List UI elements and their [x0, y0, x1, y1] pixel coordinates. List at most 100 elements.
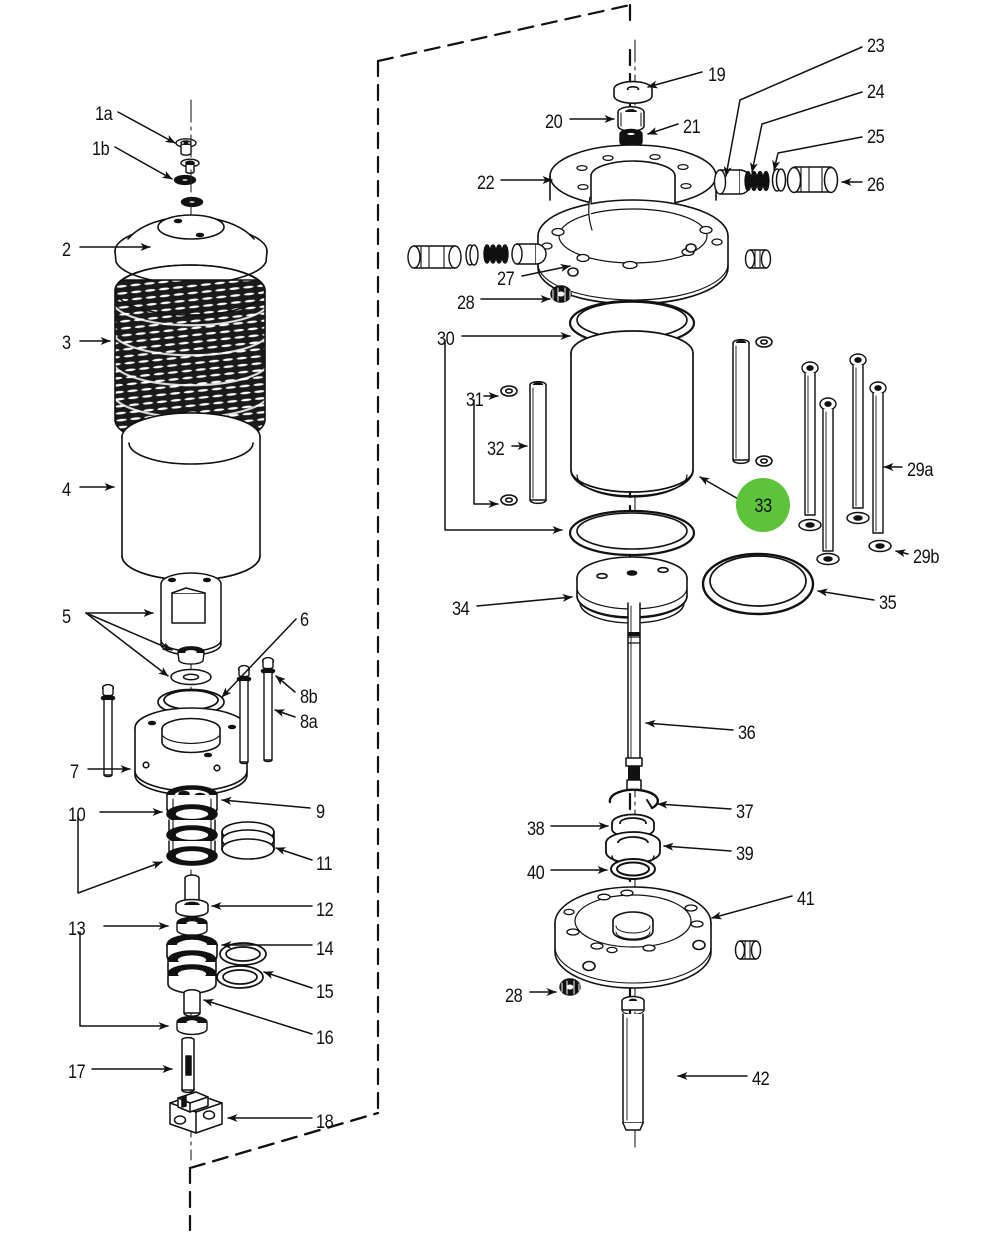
callout-41[interactable]: 41 — [797, 889, 815, 910]
leader-5c — [85, 612, 169, 677]
callout-36[interactable]: 36 — [738, 723, 756, 744]
callout-10[interactable]: 10 — [68, 805, 86, 826]
callout-33[interactable]: 33 — [754, 496, 772, 517]
part-31-o-ring-right-lower — [755, 455, 773, 467]
callout-11[interactable]: 11 — [316, 854, 333, 875]
callout-2[interactable]: 2 — [62, 240, 71, 261]
part-4-canister — [121, 412, 261, 581]
leader-23 — [723, 46, 863, 177]
part-31-o-ring-right-upper — [755, 336, 773, 348]
part-5-washer — [170, 668, 212, 686]
leader-39 — [663, 842, 732, 852]
callout-13[interactable]: 13 — [68, 919, 86, 940]
part-17-pin — [181, 1036, 195, 1094]
callout-22[interactable]: 22 — [477, 173, 495, 194]
callout-25[interactable]: 25 — [867, 127, 885, 148]
leader-35 — [817, 588, 875, 601]
callout-7[interactable]: 7 — [70, 762, 79, 783]
part-25-o-ring — [771, 168, 787, 192]
callout-19[interactable]: 19 — [708, 65, 726, 86]
leader-30b — [444, 339, 563, 534]
callout-34[interactable]: 34 — [452, 599, 470, 620]
part-37-snap-ring — [608, 788, 660, 810]
part-27-lower-flange — [537, 196, 729, 305]
part-5-bushing — [177, 646, 205, 665]
callout-31[interactable]: 31 — [466, 390, 484, 411]
callout-35[interactable]: 35 — [879, 593, 897, 614]
part-39-seal — [605, 831, 661, 866]
leader-lines — [77, 46, 909, 1122]
part-9-10-cage — [166, 785, 218, 866]
callout-30[interactable]: 30 — [437, 329, 455, 350]
callout-37[interactable]: 37 — [736, 802, 754, 823]
part-18-clevis — [169, 1091, 223, 1134]
callout-15[interactable]: 15 — [316, 982, 334, 1003]
part-35-large-o-ring — [701, 552, 815, 616]
callout-27[interactable]: 27 — [497, 269, 515, 290]
part-29b-washer-4 — [868, 539, 892, 553]
callout-23[interactable]: 23 — [867, 36, 885, 57]
callout-1a[interactable]: 1a — [95, 104, 113, 125]
callout-32[interactable]: 32 — [487, 439, 505, 460]
callout-3[interactable]: 3 — [62, 333, 71, 354]
callout-17[interactable]: 17 — [68, 1062, 86, 1083]
callout-8b[interactable]: 8b — [300, 687, 318, 708]
callout-14[interactable]: 14 — [316, 939, 334, 960]
dashed-boundary-lower — [188, 1111, 380, 1170]
callout-26[interactable]: 26 — [867, 175, 885, 196]
leader-9 — [221, 796, 311, 809]
callout-5[interactable]: 5 — [62, 607, 71, 628]
callout-1b[interactable]: 1b — [92, 139, 110, 160]
callout-4[interactable]: 4 — [62, 480, 71, 501]
leader-31b — [473, 399, 499, 508]
callout-40[interactable]: 40 — [527, 863, 545, 884]
part-13-washer-bottom — [176, 1015, 208, 1036]
part-41-bottom-flange — [554, 886, 712, 989]
part-8b-bolt-right — [260, 656, 276, 763]
part-29b-washer-2 — [816, 552, 840, 566]
part-16-spacer — [183, 989, 201, 1017]
part-19-washer — [613, 80, 653, 104]
leader-27 — [521, 264, 571, 277]
callout-21[interactable]: 21 — [683, 117, 701, 138]
callout-29b[interactable]: 29b — [913, 547, 939, 568]
part-36-piston-rod — [625, 602, 643, 791]
callout-28-bottom[interactable]: 28 — [505, 986, 523, 1007]
callout-8a[interactable]: 8a — [300, 712, 318, 733]
leader-16 — [203, 999, 313, 1035]
part-7-manifold — [134, 707, 248, 796]
leader-34 — [476, 593, 573, 607]
leader-1b — [114, 146, 173, 180]
callout-9[interactable]: 9 — [316, 802, 325, 823]
part-32-rod — [529, 380, 547, 505]
callout-28-top[interactable]: 28 — [457, 293, 475, 314]
part-29a-tie-rod-4 — [869, 381, 887, 534]
part-2-cover — [114, 214, 268, 285]
callout-16[interactable]: 16 — [316, 1028, 334, 1049]
part-32-rod-right — [732, 338, 750, 465]
callout-12[interactable]: 12 — [316, 900, 334, 921]
callout-29a[interactable]: 29a — [907, 460, 933, 481]
leader-8b — [275, 675, 296, 693]
leader-8a — [274, 709, 296, 718]
callout-6[interactable]: 6 — [300, 610, 309, 631]
leader-33 — [699, 476, 741, 501]
callout-24[interactable]: 24 — [867, 82, 885, 103]
callout-38[interactable]: 38 — [527, 819, 545, 840]
leader-24 — [750, 91, 863, 173]
part-29a-tie-rod-1 — [801, 361, 819, 516]
callout-42[interactable]: 42 — [752, 1069, 770, 1090]
callout-18[interactable]: 18 — [316, 1112, 334, 1133]
highlight-circle-33 — [736, 478, 790, 532]
part-30-o-ring-lower — [568, 509, 696, 557]
part-12-stem — [175, 874, 209, 918]
leader-41 — [711, 895, 793, 920]
fitting-assembly-left — [407, 243, 547, 269]
part-8a-bolt-mid — [236, 664, 252, 765]
part-40-o-ring-shape — [610, 858, 656, 880]
part-1b-washer — [173, 174, 197, 186]
callout-20[interactable]: 20 — [545, 112, 563, 133]
part-20-bushing — [617, 106, 645, 132]
callout-39[interactable]: 39 — [736, 844, 754, 865]
